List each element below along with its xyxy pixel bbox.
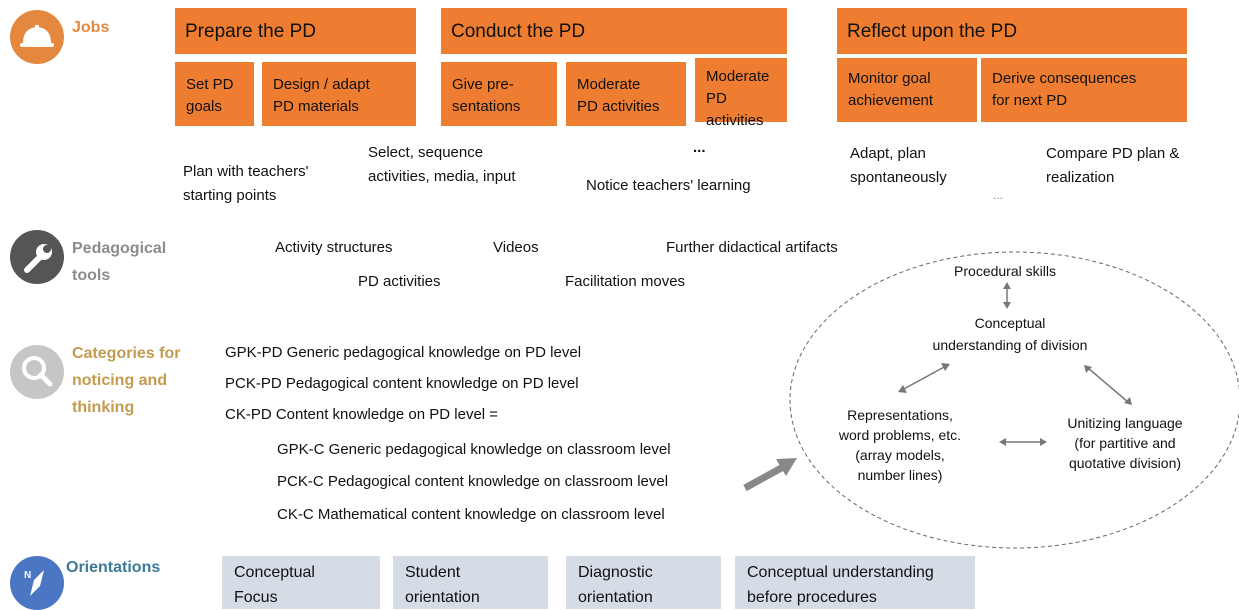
monitor-goal-box: Monitor goal achievement <box>837 58 977 122</box>
category-ck-pd: CK-PD Content knowledge on PD level = <box>225 406 499 423</box>
job-note-plan: Plan with teachers' starting points <box>183 163 309 204</box>
category-gpk-pd: GPK-PD Generic pedagogical knowledge on … <box>225 344 582 361</box>
pointer-arrow <box>743 462 787 492</box>
representations-label: Representations, word problems, etc. (ar… <box>838 407 962 483</box>
orientation-conceptual-focus: Conceptual Focus <box>222 556 380 609</box>
category-pck-c: PCK-C Pedagogical content knowledge on c… <box>277 473 669 490</box>
procedural-skills-label: Procedural skills <box>954 263 1056 279</box>
derive-consequences-box: Derive consequences for next PD <box>981 58 1187 122</box>
tool-activity-structures: Activity structures <box>275 239 393 256</box>
job-note-ellipsis: ... <box>693 139 706 156</box>
tool-pd-activities: PD activities <box>358 273 441 290</box>
set-pd-goals-box: Set PD goals <box>175 62 254 126</box>
category-pck-pd: PCK-PD Pedagogical content knowledge on … <box>225 375 579 392</box>
design-pd-materials-box: Design / adapt PD materials <box>262 62 416 126</box>
pointer-arrowhead <box>776 458 797 476</box>
svg-text:N: N <box>24 570 31 581</box>
conceptual-unitizing-arrow <box>1084 365 1132 405</box>
category-gpk-c: GPK-C Generic pedagogical knowledge on c… <box>277 441 671 458</box>
category-ck-c: CK-C Mathematical content knowledge on c… <box>277 506 665 523</box>
moderate-pd-activities-box: Moderate PD activities <box>566 62 686 126</box>
orientations-section-label: Orientations <box>66 559 161 576</box>
orientation-conceptual-before-procedures: Conceptual understanding before procedur… <box>735 556 975 609</box>
reflect-pd-header: Reflect upon the PD <box>837 8 1187 54</box>
categories-section-label: Categories for noticing and thinking <box>72 345 181 416</box>
moderate-pd-activities-box-2: Moderate PD activities <box>695 58 787 129</box>
give-presentations-box: Give pre- sentations <box>441 62 557 126</box>
orientation-student: Student orientation <box>393 556 548 609</box>
conceptual-representations-arrow <box>898 363 950 393</box>
job-note-select: Select, sequence activities, media, inpu… <box>368 144 516 185</box>
unitizing-language-label: Unitizing language (for partitive and qu… <box>1067 415 1183 471</box>
tool-videos: Videos <box>493 239 539 256</box>
wrench-icon <box>10 230 64 284</box>
representations-unitizing-arrow <box>999 438 1047 446</box>
orientation-diagnostic: Diagnostic orientation <box>566 556 721 609</box>
job-note-adapt: Adapt, plan spontaneously <box>850 145 947 186</box>
procedural-conceptual-arrow <box>1003 282 1011 309</box>
conduct-pd-header: Conduct the PD <box>441 8 787 54</box>
tool-further-artifacts: Further didactical artifacts <box>666 239 838 256</box>
concept-ellipse <box>789 251 1239 549</box>
job-note-compare: Compare PD plan & realization <box>1046 145 1180 186</box>
tool-facilitation-moves: Facilitation moves <box>565 273 686 290</box>
jobs-section-label: Jobs <box>72 19 110 36</box>
prepare-pd-header: Prepare the PD <box>175 8 416 54</box>
compass-icon: N <box>10 556 64 610</box>
magnifier-icon <box>10 345 64 399</box>
job-note-notice: Notice teachers' learning <box>586 177 751 194</box>
hard-hat-icon <box>10 10 64 64</box>
tools-section-label: Pedagogical tools <box>72 240 167 284</box>
conceptual-understanding-label: Conceptual understanding of division <box>932 315 1088 353</box>
job-note-ellipsis-2: ... <box>993 188 1004 202</box>
